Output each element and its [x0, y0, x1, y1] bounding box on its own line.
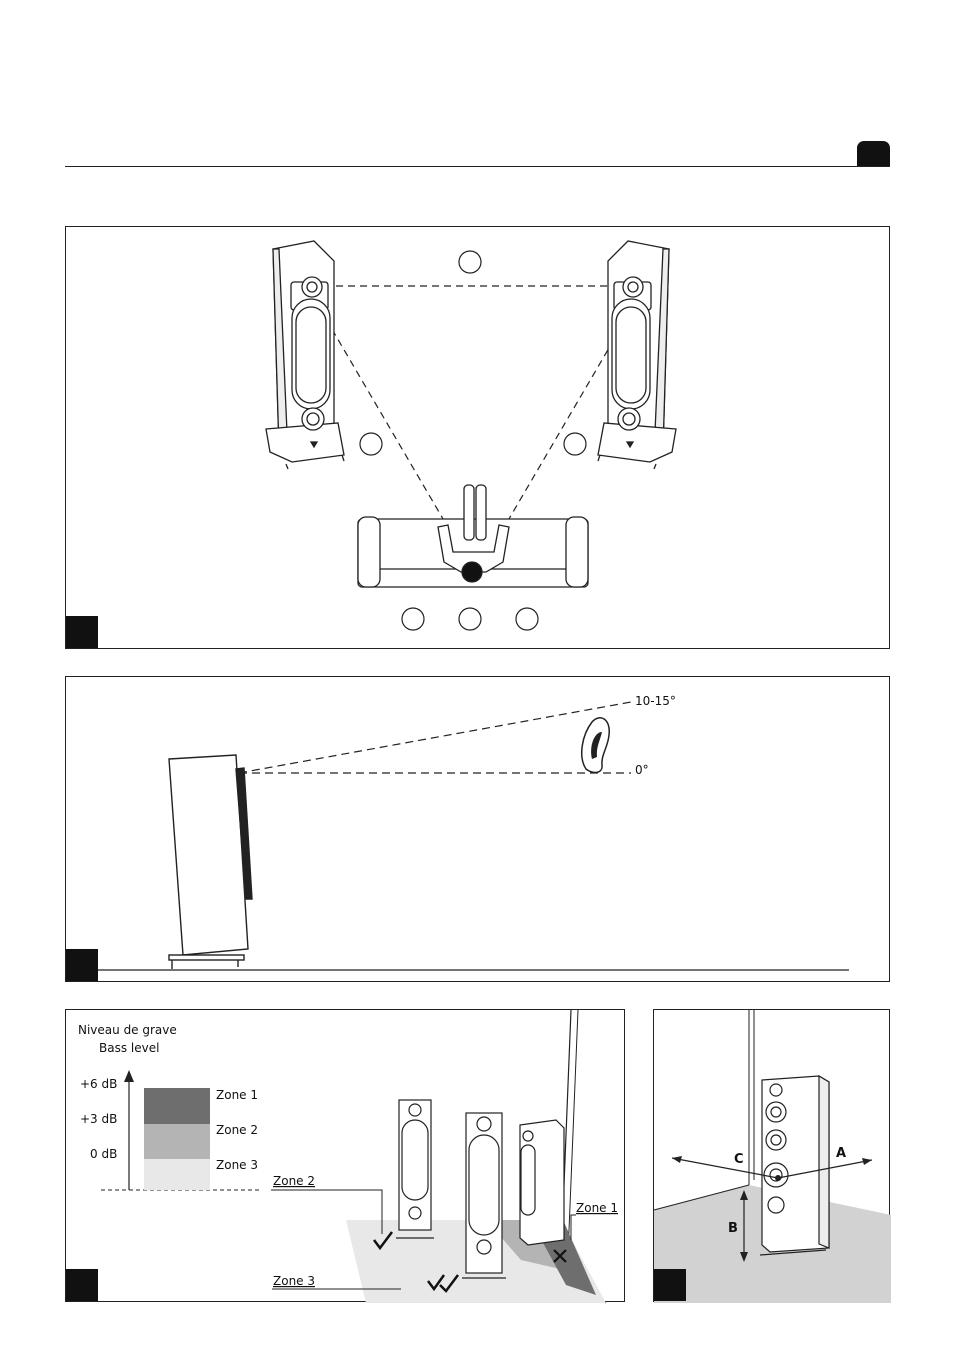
zone-1-leader: [570, 1214, 576, 1240]
dashed-line-tilted: [238, 701, 632, 774]
legend-zone-1: Zone 1: [216, 1088, 258, 1102]
panel-listening-angle: 10-15° 0°: [65, 676, 890, 982]
page-tab: [857, 141, 890, 166]
panel-listening-triangle: [65, 226, 890, 649]
speaker-side: [168, 754, 253, 969]
room-wall-edge: [567, 1009, 579, 1256]
floor-label-zone-3: Zone 3: [273, 1274, 315, 1288]
panel-number-block: [66, 949, 98, 981]
bass-zones-diagram: Niveau de grave Bass level +6 dB +3 dB 0…: [78, 1009, 618, 1304]
marker-circle: [515, 607, 539, 631]
zone-3-bar: [144, 1159, 210, 1190]
marker-circle: [458, 250, 482, 274]
ear-inner-icon: [591, 732, 602, 759]
wall-floor-edge: [653, 1184, 750, 1211]
speaker-zone-1: [519, 1119, 565, 1246]
dimension-b-label: B: [728, 1221, 738, 1236]
dimension-c-label: C: [734, 1152, 744, 1167]
marker-circle: [563, 432, 587, 456]
zone-1-bar: [144, 1088, 210, 1124]
speaker-right: [597, 240, 677, 470]
legend-zone-3: Zone 3: [216, 1158, 258, 1172]
speaker-zone-2: [396, 1099, 434, 1239]
dashed-line-right: [505, 318, 627, 525]
panel-dimensions: A C B: [653, 1009, 891, 1303]
y-axis-arrow: [124, 1070, 134, 1082]
y-title-en: Bass level: [99, 1041, 159, 1055]
panel-number-block: [654, 1269, 686, 1301]
dashed-line-left: [325, 318, 447, 525]
angle-upper-label: 10-15°: [635, 694, 676, 708]
angle-lower-label: 0°: [635, 763, 649, 777]
speaker-left: [265, 240, 345, 470]
level-6db: +6 dB: [80, 1077, 117, 1091]
speaker-3d: [759, 1074, 830, 1256]
dimension-b-arrow-bottom: [740, 1252, 748, 1262]
dimension-a-label: A: [836, 1146, 846, 1161]
panel-bass-zones: Niveau de grave Bass level +6 dB +3 dB 0…: [65, 1009, 625, 1304]
panel-number-block: [66, 1269, 98, 1301]
level-0db: 0 dB: [90, 1147, 117, 1161]
floor-label-zone-2: Zone 2: [273, 1174, 315, 1188]
zone-2-bar: [144, 1124, 210, 1159]
marker-circle: [359, 432, 383, 456]
dimension-c-line: [671, 1157, 779, 1179]
dimension-a-line: [777, 1159, 873, 1179]
panel-number-block: [66, 616, 98, 648]
header-rule: [65, 166, 890, 167]
dimension-b-arrow-top: [740, 1190, 748, 1200]
floor-label-zone-1: Zone 1: [576, 1201, 618, 1215]
listening-angle-diagram: 10-15° 0°: [98, 694, 849, 971]
speaker-zone-3: [462, 1112, 506, 1279]
dimension-a-arrow: [862, 1158, 872, 1165]
check-icon: [373, 1231, 393, 1251]
dimensions-diagram: A C B: [653, 1010, 891, 1303]
cross-icon: [553, 1249, 567, 1263]
listener: [437, 484, 510, 583]
double-check-icon: [427, 1274, 459, 1293]
legend-zone-2: Zone 2: [216, 1123, 258, 1137]
marker-circle: [401, 607, 425, 631]
y-title-fr: Niveau de grave: [78, 1023, 177, 1037]
zone-2-leader: [271, 1189, 383, 1234]
marker-circle: [458, 607, 482, 631]
level-3db: +3 dB: [80, 1112, 117, 1126]
dimension-c-arrow: [672, 1156, 682, 1163]
listening-triangle-diagram: [265, 240, 677, 631]
